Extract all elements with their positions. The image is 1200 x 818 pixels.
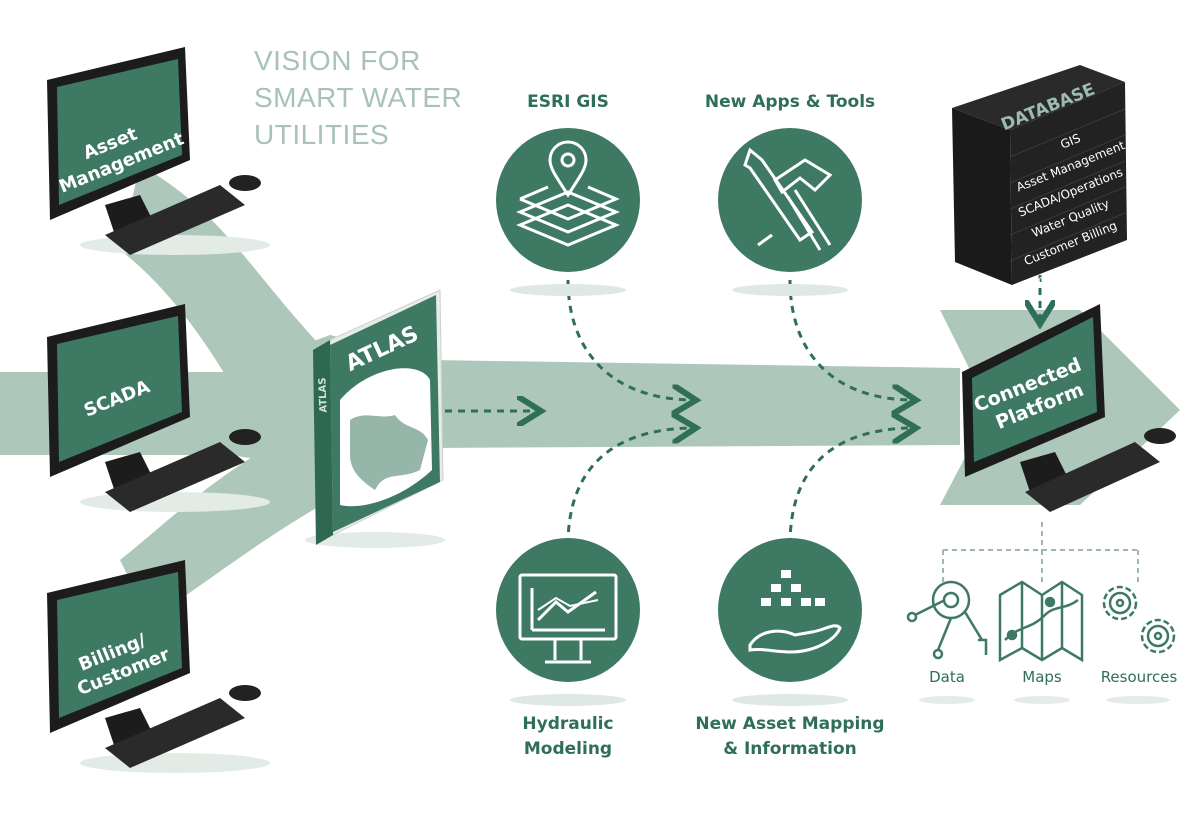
database-front [1010,82,1127,285]
circle-shadow [510,694,626,706]
label-new-apps: New Apps & Tools [704,92,876,112]
computer-asset-management: Asset Management [47,47,270,255]
atlas-spine-text: ATLAS [317,377,329,412]
label-hydraulic-line-2: Modeling [523,738,613,759]
label-resources: Resources [1100,668,1178,686]
label-asset-mapping-line-2: & Information [723,738,857,759]
gis-to-flow-arrow [566,279,690,400]
data-shadow [919,696,975,704]
label-data: Data [929,668,965,686]
hand-blocks-icon [748,570,842,654]
mouse [229,685,261,701]
data-nodes-icon [906,580,988,660]
mapping-to-flow-arrow [788,428,910,546]
circle-shadow [732,284,848,296]
apps-to-flow-arrow [788,279,910,400]
line-chart-monitor-icon [518,573,618,664]
folded-map-icon [998,580,1084,663]
monitor-screen [57,572,182,718]
atlas-shadow [305,532,445,548]
database-side [952,108,1012,285]
hydraulic-to-flow-arrow [566,428,690,546]
database-rack-lines [1009,108,1126,262]
circle-shadow [510,284,626,296]
keyboard [105,442,245,512]
label-asset-mapping-line-1: New Asset Mapping [695,714,885,734]
database-stack: DATABASE GIS Asset Management SCADA/Oper… [952,65,1127,292]
keyboard [105,698,245,768]
output-connectors [942,522,1139,585]
circle-shadow [732,694,848,706]
monitor-screen [57,59,182,205]
label-esri-gis: ESRI GIS [527,92,609,112]
maps-shadow [1014,696,1070,704]
keyboard [105,185,245,255]
database-top [952,65,1125,130]
circle-bg [718,538,862,682]
label-maps: Maps [1022,668,1062,686]
circle-bg [496,128,640,272]
circle-new-apps [718,128,862,296]
atlas-book: ATLAS ATLAS [305,289,445,548]
title-line-2: SMART WATER [254,82,463,113]
circle-asset-mapping [718,538,862,706]
keyboard [1025,442,1160,512]
computer-shadow [80,235,270,255]
map-layers-icon [516,140,620,247]
circle-hydraulic-modeling [496,538,640,706]
computer-connected-platform: Connected Platform [962,304,1176,512]
resources-shadow [1106,696,1170,704]
computer-shadow [80,492,270,512]
computer-scada: SCADA [47,304,270,512]
title-line-3: UTILITIES [254,119,390,150]
circle-esri-gis [496,128,640,296]
gears-icon [1102,585,1176,654]
mouse [229,429,261,445]
monitor-screen [57,316,182,462]
label-hydraulic: Hydraulic Modeling [508,712,628,761]
label-asset-mapping: New Asset Mapping & Information [690,712,890,761]
output-shadows [919,696,1170,704]
dashed-connectors [445,275,1040,546]
pencil-icon [743,147,815,247]
globe-landmass [350,415,428,490]
label-hydraulic-line-1: Hydraulic [522,714,614,734]
monitor-screen [972,317,1097,462]
circle-bg [496,538,640,682]
mouse [229,175,261,191]
mouse [1144,428,1176,444]
computer-shadow [80,753,270,773]
atlas-spine-shape [313,340,333,545]
computer-billing-customer: Billing/ Customer [47,560,270,773]
location-pin-icon [548,140,588,198]
title-line-1: VISION FOR [254,45,421,76]
